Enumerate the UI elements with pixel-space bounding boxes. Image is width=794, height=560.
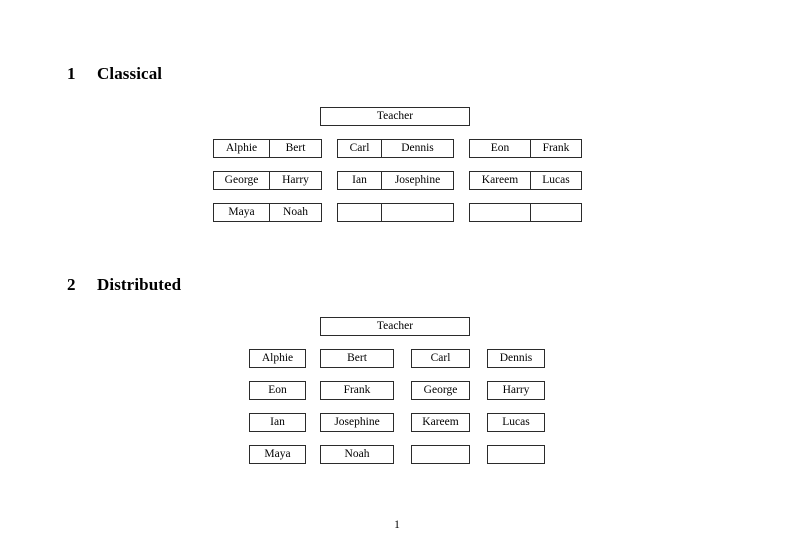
- student-box: Frank: [320, 381, 394, 400]
- student-box: Maya: [249, 445, 306, 464]
- table-cell: Ian: [352, 174, 367, 186]
- table-row: Carl Dennis: [337, 139, 454, 158]
- table-cell: Lucas: [530, 172, 581, 189]
- table-row: George Harry: [213, 171, 322, 190]
- table-cell: Alphie: [225, 142, 258, 154]
- table-row: Alphie Bert: [213, 139, 322, 158]
- student-box: Lucas: [487, 413, 545, 432]
- table-cell: Kareem: [481, 174, 519, 186]
- section-title-1: Classical: [97, 64, 163, 83]
- table-cell: Frank: [530, 140, 581, 157]
- student-box-empty: [487, 445, 545, 464]
- section-heading-distributed: 2 Distributed: [67, 275, 181, 295]
- student-box: Bert: [320, 349, 394, 368]
- student-box: George: [411, 381, 470, 400]
- table-cell: George: [224, 174, 259, 186]
- student-box: Kareem: [411, 413, 470, 432]
- student-box: Noah: [320, 445, 394, 464]
- student-box: Ian: [249, 413, 306, 432]
- table-cell: Noah: [269, 204, 321, 221]
- table-row: Kareem Lucas: [469, 171, 582, 190]
- table-cell: Josephine: [381, 172, 453, 189]
- student-box: Carl: [411, 349, 470, 368]
- table-cell: Carl: [349, 142, 370, 154]
- section-heading-classical: 1 Classical: [67, 64, 162, 84]
- table-cell-empty: [338, 204, 381, 221]
- table-cell-empty: [470, 204, 530, 221]
- table-row: [337, 203, 454, 222]
- table-row: Ian Josephine: [337, 171, 454, 190]
- teacher-box-classical: Teacher: [320, 107, 470, 126]
- table-row: Maya Noah: [213, 203, 322, 222]
- student-box-empty: [411, 445, 470, 464]
- table-cell: Bert: [269, 140, 321, 157]
- section-number-1: 1: [67, 64, 76, 83]
- teacher-box-distributed: Teacher: [320, 317, 470, 336]
- student-box: Dennis: [487, 349, 545, 368]
- table-cell: Maya: [228, 206, 255, 218]
- student-box: Josephine: [320, 413, 394, 432]
- table-row: [469, 203, 582, 222]
- section-number-2: 2: [67, 275, 76, 294]
- section-title-2: Distributed: [97, 275, 182, 294]
- table-cell-empty: [530, 204, 581, 221]
- student-box: Alphie: [249, 349, 306, 368]
- page-number: 1: [394, 519, 400, 531]
- table-cell: Dennis: [381, 140, 453, 157]
- student-box: Eon: [249, 381, 306, 400]
- table-cell: Harry: [269, 172, 321, 189]
- table-cell-empty: [381, 204, 453, 221]
- table-row: Eon Frank: [469, 139, 582, 158]
- table-cell: Eon: [490, 142, 510, 154]
- student-box: Harry: [487, 381, 545, 400]
